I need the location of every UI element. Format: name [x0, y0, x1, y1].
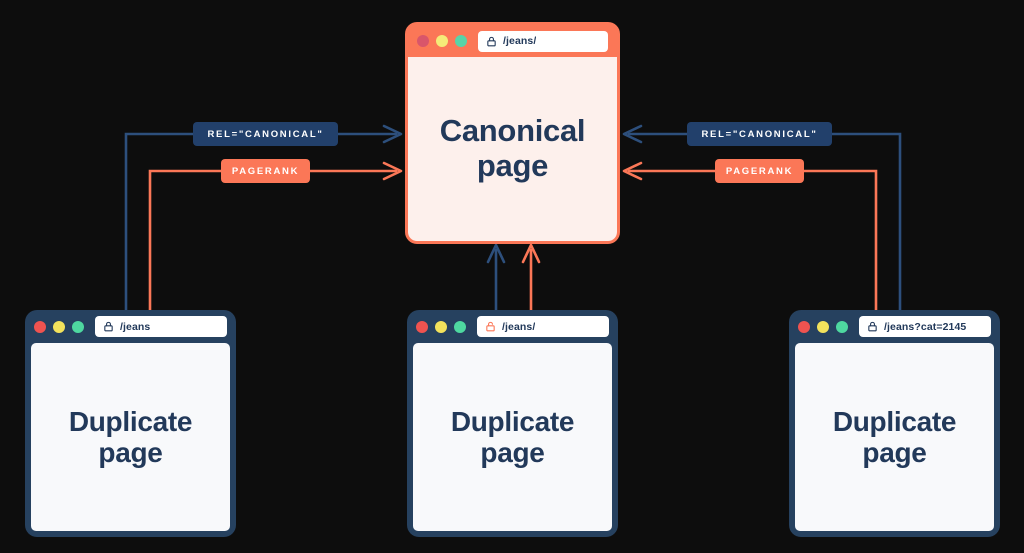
duplicate-right-url-text: /jeans?cat=2145	[884, 320, 967, 333]
duplicate-left-viewport: Duplicate page	[31, 343, 230, 531]
edge-rel-canonical-left	[124, 124, 403, 312]
window-controls[interactable]	[417, 35, 471, 47]
duplicate-left-url-text: /jeans	[120, 320, 151, 333]
canonical-title-line-1: Canonical	[439, 113, 586, 149]
duplicate-right-title-line-2: page	[862, 437, 927, 468]
minimize-dot-icon[interactable]	[435, 320, 447, 333]
window-controls[interactable]	[798, 320, 852, 333]
duplicate-page-window-right[interactable]: /jeans?cat=2145 Duplicate page	[789, 310, 1000, 537]
lock-icon	[487, 36, 496, 46]
duplicate-left-title-line-2: page	[98, 437, 163, 468]
duplicate-middle-address-bar[interactable]: /jeans/	[477, 316, 609, 337]
duplicate-page-window-middle[interactable]: /jeans/ Duplicate page	[407, 310, 618, 537]
edge-pagerank-right	[622, 161, 878, 312]
edge-pagerank-middle	[521, 243, 541, 314]
canonical-titlebar: /jeans/	[408, 25, 617, 57]
duplicate-left-titlebar: /jeans	[25, 310, 236, 343]
duplicate-right-title-line-1: Duplicate	[832, 405, 957, 437]
duplicate-middle-page-title: Duplicate page	[450, 405, 575, 469]
lock-icon	[868, 321, 877, 332]
duplicate-middle-title-line-2: page	[480, 437, 545, 468]
duplicate-right-titlebar: /jeans?cat=2145	[789, 310, 1000, 343]
minimize-dot-icon[interactable]	[436, 35, 448, 47]
duplicate-left-title-line-1: Duplicate	[68, 405, 193, 437]
window-controls[interactable]	[416, 320, 470, 333]
canonical-page-window[interactable]: /jeans/ Canonical page	[405, 22, 620, 244]
edge-label-pagerank-left: PAGERANK	[221, 159, 310, 183]
canonical-address-bar[interactable]: /jeans/	[478, 30, 608, 52]
edge-pagerank-left	[148, 161, 403, 312]
duplicate-left-page-title: Duplicate page	[68, 405, 193, 469]
duplicate-page-window-left[interactable]: /jeans Duplicate page	[25, 310, 236, 537]
lock-icon	[104, 321, 113, 332]
minimize-dot-icon[interactable]	[817, 320, 829, 333]
canonical-viewport: Canonical page	[408, 57, 617, 241]
canonical-url-text: /jeans/	[503, 35, 537, 47]
duplicate-right-viewport: Duplicate page	[795, 343, 994, 531]
minimize-dot-icon[interactable]	[53, 320, 65, 333]
maximize-dot-icon[interactable]	[454, 320, 466, 333]
maximize-dot-icon[interactable]	[836, 320, 848, 333]
canonical-page-title: Canonical page	[439, 113, 586, 183]
duplicate-right-page-title: Duplicate page	[832, 405, 957, 469]
duplicate-middle-title-line-1: Duplicate	[450, 405, 575, 437]
duplicate-middle-titlebar: /jeans/	[407, 310, 618, 343]
edge-label-rel-canonical-left: REL="CANONICAL"	[193, 122, 338, 146]
edge-label-rel-canonical-right: REL="CANONICAL"	[687, 122, 832, 146]
canonical-title-line-2: page	[476, 148, 549, 183]
maximize-dot-icon[interactable]	[72, 320, 84, 333]
close-dot-icon[interactable]	[417, 35, 429, 47]
duplicate-middle-viewport: Duplicate page	[413, 343, 612, 531]
close-dot-icon[interactable]	[34, 320, 46, 333]
close-dot-icon[interactable]	[798, 320, 810, 333]
edge-label-pagerank-right: PAGERANK	[715, 159, 804, 183]
edge-rel-canonical-middle	[486, 243, 506, 314]
edge-rel-canonical-right	[622, 124, 902, 312]
maximize-dot-icon[interactable]	[455, 35, 467, 47]
unlock-icon	[486, 321, 495, 332]
close-dot-icon[interactable]	[416, 320, 428, 333]
duplicate-middle-url-text: /jeans/	[502, 320, 536, 333]
duplicate-left-address-bar[interactable]: /jeans	[95, 316, 227, 337]
window-controls[interactable]	[34, 320, 88, 333]
duplicate-right-address-bar[interactable]: /jeans?cat=2145	[859, 316, 991, 337]
